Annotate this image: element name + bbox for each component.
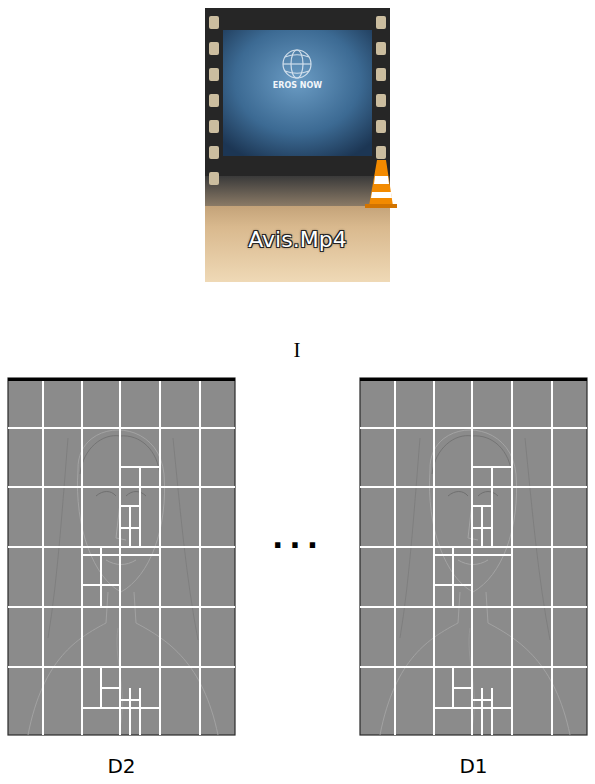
frame-caption: D1 (360, 754, 587, 778)
decomposed-frame (8, 378, 235, 735)
frame-panel: D2 (8, 378, 235, 735)
decomposed-frame (360, 378, 587, 735)
ellipsis-mark: ... (262, 520, 334, 556)
globe-logo (283, 50, 311, 78)
film-strip-edge (205, 176, 390, 206)
logo-text: EROS NOW (223, 81, 372, 91)
video-file-icon: Avis.Mp4 (205, 8, 390, 282)
film-strip (205, 8, 390, 176)
frame-panel: D1 (360, 378, 587, 735)
video-screen (223, 30, 372, 156)
file-name: Avis.Mp4 (205, 227, 390, 253)
film-holes (209, 16, 386, 185)
input-label: I (272, 338, 322, 363)
video-file-icon (205, 8, 397, 282)
icon-ground (205, 8, 390, 282)
cone-symbol (365, 160, 397, 208)
frame-caption: D2 (8, 754, 235, 778)
